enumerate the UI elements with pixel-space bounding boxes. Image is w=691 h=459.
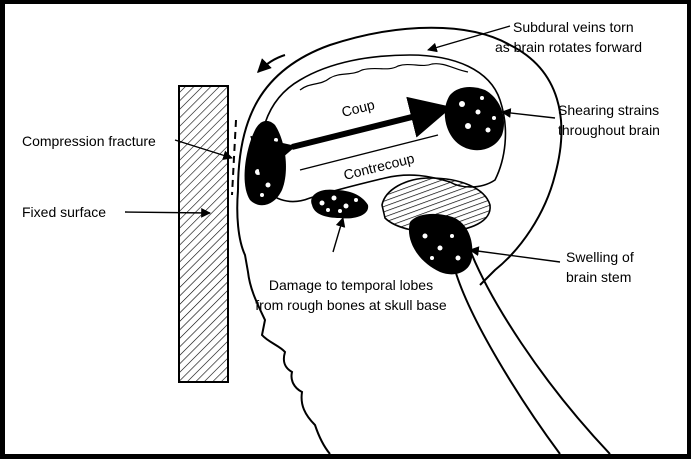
contrecoup-line [299, 134, 439, 171]
neck-line-back [454, 269, 561, 454]
brain-gyri [299, 63, 469, 91]
label-compression: Compression fracture [22, 133, 156, 149]
label-contrecoup: Contrecoup [342, 150, 416, 183]
brain-injury-diagram: Subdural veins torn as brain rotates for… [22, 19, 660, 454]
label-subdural-line1: Subdural veins torn [513, 19, 634, 35]
brain-outline [259, 54, 507, 203]
label-coup: Coup [340, 96, 377, 120]
label-fixed-surface: Fixed surface [22, 204, 106, 220]
contrecoup-lesion-dots [459, 96, 496, 133]
label-shearing-line2: throughout brain [558, 122, 660, 138]
subdural-leader [427, 25, 511, 53]
fixed-surface-leader [124, 207, 211, 218]
face-profile [236, 189, 331, 454]
compression-leader [174, 139, 233, 161]
head-outline [237, 26, 563, 286]
shearing-leader [501, 108, 556, 119]
neck-line-front [469, 249, 611, 454]
label-swelling-line2: brain stem [566, 269, 631, 285]
label-subdural-line2: as brain rotates forward [495, 39, 642, 55]
label-temporal-line2: from rough bones at skull base [255, 297, 447, 313]
label-temporal-line1: Damage to temporal lobes [269, 277, 433, 293]
rotation-arrow [257, 54, 286, 73]
coup-lesion [244, 120, 286, 206]
temporal-lesion-dots [319, 195, 358, 213]
fixed-surface-wall [178, 85, 229, 383]
coup-arrow [250, 96, 453, 177]
brain-stem-dots [422, 233, 461, 261]
compression-fracture-dash [231, 119, 237, 196]
temporal-lesion [311, 189, 369, 219]
label-shearing-line1: Shearing strains [558, 102, 659, 118]
temporal-leader [332, 217, 346, 253]
swelling-leader [469, 246, 561, 263]
label-swelling-line1: Swelling of [566, 249, 634, 265]
diagram-canvas: Subdural veins torn as brain rotates for… [5, 4, 687, 454]
